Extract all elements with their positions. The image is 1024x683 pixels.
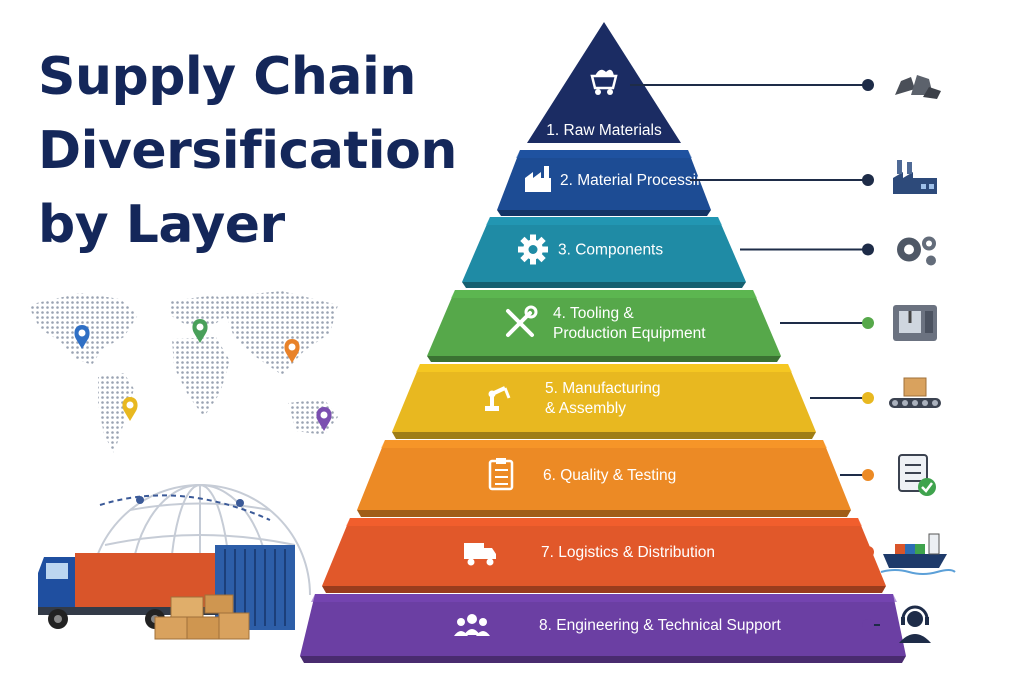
semi-truck-icon xyxy=(38,553,218,629)
pyramid-layer-7: 7. Logistics & Distribution xyxy=(322,518,886,593)
pyramid-layer-4: 4. Tooling & Production Equipment xyxy=(427,290,781,362)
layer-edge xyxy=(357,510,851,517)
pin-europe xyxy=(192,319,208,343)
pyramid-layer-3: 3. Components xyxy=(462,217,746,288)
layer-band xyxy=(300,594,906,656)
layer-band xyxy=(427,290,781,356)
page-title: Supply Chain Diversification by Layer xyxy=(38,40,508,262)
pyramid-layer-2: 2. Material Processing xyxy=(497,150,713,216)
layer-8-label: 8. Engineering & Technical Support xyxy=(539,617,782,634)
headset-support-icon xyxy=(899,605,931,643)
pin-north-america xyxy=(74,325,90,349)
map-pin-icon xyxy=(192,319,208,343)
truck-icon xyxy=(464,543,496,566)
team-icon xyxy=(454,614,490,636)
layer-band xyxy=(462,217,746,282)
layer-edge xyxy=(497,210,711,216)
layer-highlight xyxy=(486,217,722,225)
layer-4-label: Production Equipment xyxy=(553,325,706,342)
layer-4-label: 4. Tooling & xyxy=(553,305,634,322)
logistics-scene xyxy=(38,484,311,640)
title-line-3: by Layer xyxy=(38,195,285,255)
layer-edge xyxy=(392,432,816,439)
cardboard-boxes-icon xyxy=(154,594,250,640)
connector-dot xyxy=(862,79,874,91)
connector-dot xyxy=(862,317,874,329)
layer-band xyxy=(527,22,681,143)
layer-6-label: 6. Quality & Testing xyxy=(543,467,676,484)
route-node xyxy=(236,499,244,507)
connector-dot xyxy=(862,546,874,558)
layer-5-label: 5. Manufacturing xyxy=(545,380,660,397)
map-pin-icon xyxy=(74,325,90,349)
route-line xyxy=(99,494,271,521)
layer-edge xyxy=(462,282,746,288)
connector-dot xyxy=(862,392,874,404)
layer-3-label: 3. Components xyxy=(558,242,663,259)
layer-highlight xyxy=(381,440,827,448)
pyramid-layer-1: 1. Raw Materials xyxy=(527,22,681,143)
layer-highlight xyxy=(516,150,692,158)
layer-band xyxy=(357,440,851,510)
layer-7-label: 7. Logistics & Distribution xyxy=(541,544,715,561)
world-map xyxy=(28,291,338,453)
clipboard-check-icon xyxy=(898,454,936,496)
layer-highlight xyxy=(416,364,792,372)
map-pin-icon xyxy=(122,397,138,421)
layer-2-label: 2. Material Processing xyxy=(560,172,713,189)
africa-shape xyxy=(172,337,230,417)
layer-band xyxy=(322,518,886,586)
factory-icon xyxy=(893,160,937,194)
pyramid-layer-6: 6. Quality & Testing xyxy=(357,440,851,517)
pyramid-layer-5: 5. Manufacturing & Assembly xyxy=(392,364,816,439)
layer-5-label: & Assembly xyxy=(545,400,626,417)
tools-icon xyxy=(506,305,538,337)
layer-band xyxy=(497,150,711,210)
layer-edge xyxy=(322,586,886,593)
south-america-shape xyxy=(98,373,134,453)
layer-highlight xyxy=(346,518,862,526)
cnc-machine-icon xyxy=(893,305,937,341)
pin-asia xyxy=(284,339,300,363)
layer-band xyxy=(392,364,816,432)
map-pin-icon xyxy=(284,339,300,363)
robot-arm-icon xyxy=(485,386,511,411)
route-node xyxy=(136,496,144,504)
pin-australia xyxy=(316,407,332,431)
pin-south-america xyxy=(122,397,138,421)
connector-dot xyxy=(862,469,874,481)
map-pin-icon xyxy=(316,407,332,431)
title-line-1: Supply Chain xyxy=(38,47,416,107)
layer-edge xyxy=(300,656,906,663)
clipboard-icon xyxy=(488,458,514,491)
layer-highlight xyxy=(311,594,897,602)
mine-cart-icon xyxy=(590,69,618,95)
layer-edge xyxy=(427,356,781,362)
gears-icon xyxy=(897,236,936,266)
connector-dot xyxy=(862,174,874,186)
pyramid-layer-8: 8. Engineering & Technical Support xyxy=(300,594,906,663)
cargo-ship-icon xyxy=(880,533,956,575)
title-line-2: Diversification xyxy=(38,121,457,181)
conveyor-box-icon xyxy=(889,377,941,408)
connector-dot xyxy=(862,243,874,256)
layer-1-label: 1. Raw Materials xyxy=(546,122,662,139)
europe-shape xyxy=(170,295,232,325)
asia-shape xyxy=(220,291,338,375)
layer-highlight xyxy=(451,290,757,298)
connector-dot xyxy=(862,619,874,631)
gear-icon xyxy=(518,234,548,265)
factory-icon xyxy=(525,166,551,192)
ore-rocks-icon xyxy=(895,75,941,99)
